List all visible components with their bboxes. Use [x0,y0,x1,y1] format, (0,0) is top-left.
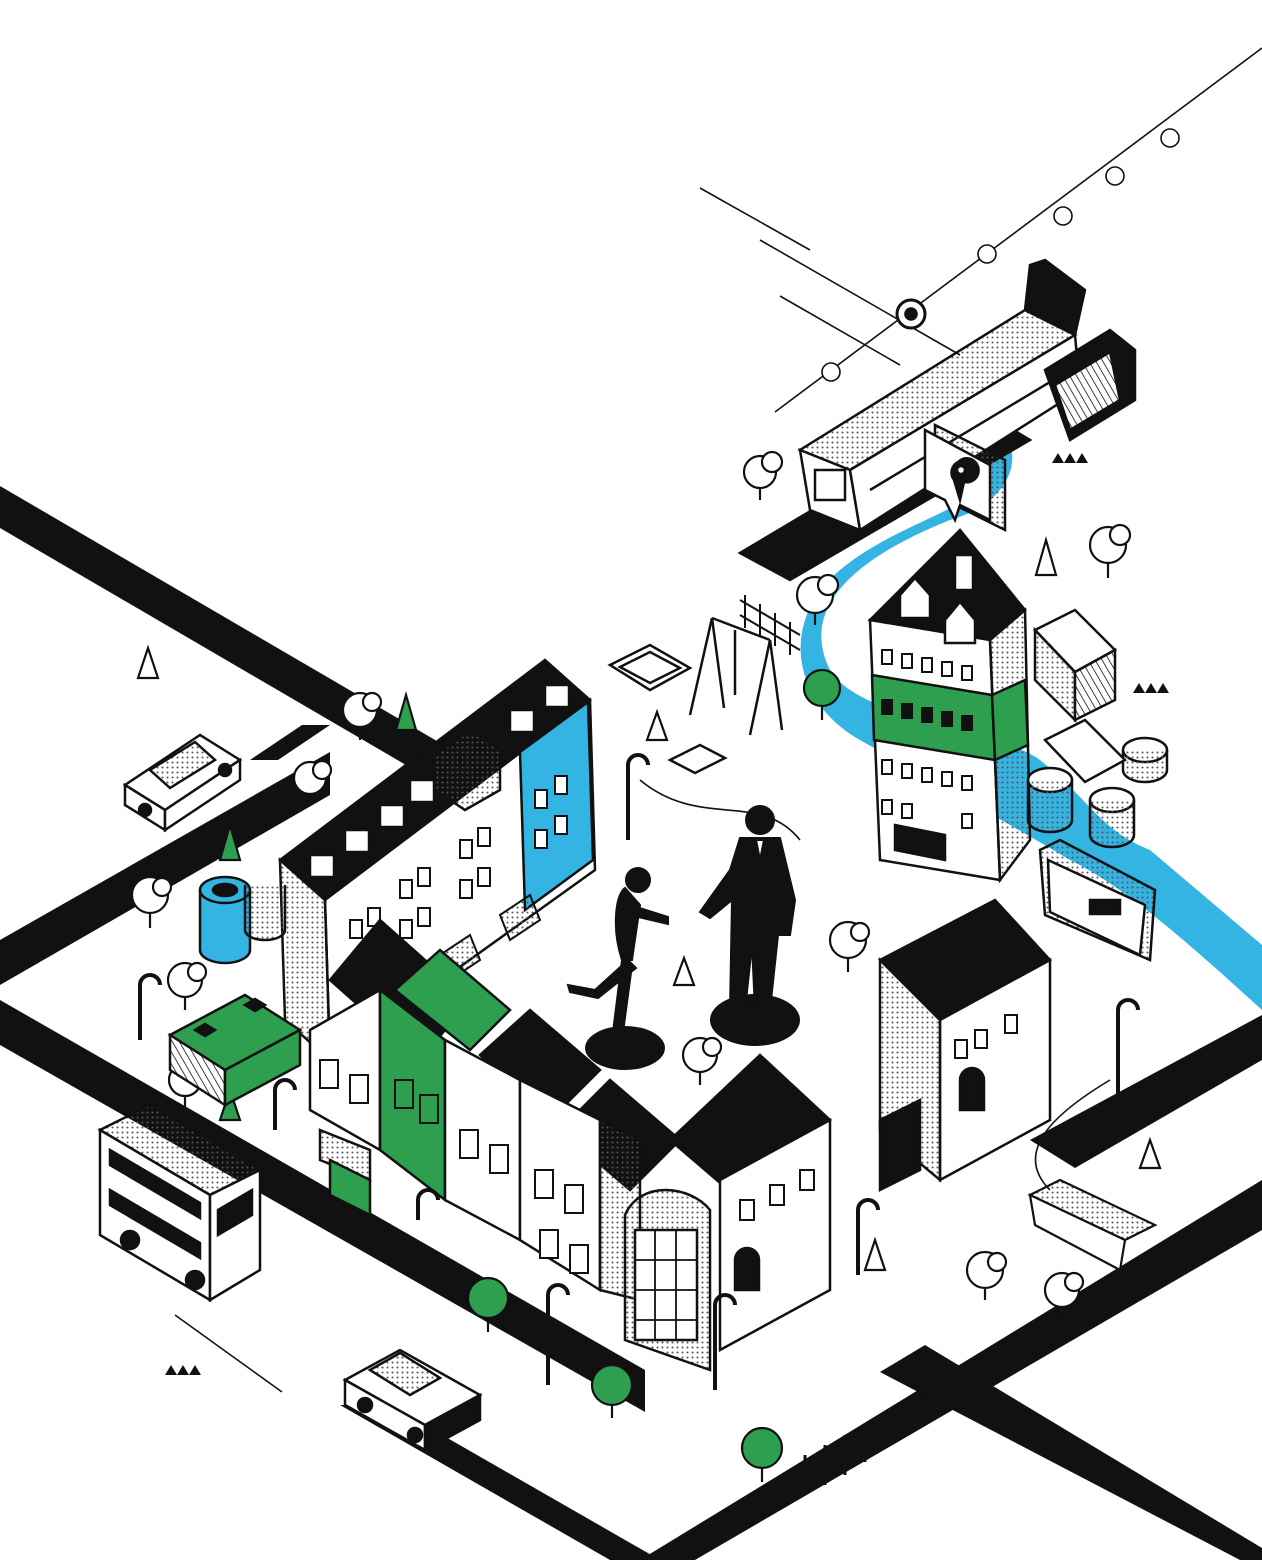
road-upper-cross [250,725,330,760]
train-icon [737,258,1137,582]
tree-icon [218,820,242,862]
street-lamp-icon [713,1293,737,1390]
street-lamp-icon [626,753,650,840]
people-handshake [566,805,800,1070]
tall-building-green-band [867,528,1032,884]
tree-icon [863,1236,887,1272]
cone-tree-group [136,535,1162,1272]
taxi-icon [342,1348,483,1453]
tree-icon [130,875,173,928]
tree-icon [1138,1136,1162,1170]
coin-stack-icon [1026,736,1169,849]
tree-icon [1088,523,1132,578]
playground [607,595,801,841]
price-tag-icon [1027,1079,1158,1272]
tree-icon [166,961,208,1010]
river [800,418,1262,1010]
road-left-cross [0,752,330,985]
tree-icon [136,644,160,680]
street-lamp-icon [546,1283,570,1385]
street-lamp-icon [1116,998,1140,1095]
park-path [639,779,801,841]
street-lamp-icon [138,973,162,1040]
tree-icon [645,708,669,742]
picket-fence [739,595,801,655]
book-stacks [1032,608,1128,784]
tree-icon [795,573,840,625]
street-lamp-icon [856,1198,880,1275]
tree-icon [681,1036,723,1085]
tree-icon [965,1250,1008,1300]
street-lamp-icon [273,1078,297,1130]
tree-icon [828,920,871,972]
swing-icon [688,616,784,736]
tree-icon [590,1363,634,1418]
shadow [585,1026,665,1070]
tree-icon [466,1276,510,1332]
billboard [1038,838,1157,962]
location-pin-icon [923,422,1007,533]
sandbox [607,643,693,692]
row-houses-lower [308,918,682,1302]
tree-icon [1034,535,1058,577]
tree-group [130,450,1132,1320]
taxi-icon [122,733,243,833]
tree-icon [802,668,842,720]
park-bench [667,743,728,775]
coin-stack-icon [198,875,287,965]
green-tree-group [218,668,842,1482]
woman-figure [566,867,669,1041]
tree-icon [740,1426,784,1482]
tree-icon [742,450,784,500]
man-figure [698,805,797,1011]
tree-icon [341,691,383,740]
tree-icon [1043,1271,1085,1320]
tree-icon [394,690,418,732]
shops-block [668,898,1053,1353]
road-bottom-right [880,1345,1262,1560]
double-decker-bus-icon [97,1103,263,1303]
street-lamp-group [138,753,1140,1390]
road-right-branch [1030,1015,1262,1168]
metro-line-icon [699,47,1262,413]
ground-line [174,1314,283,1393]
street-lamp-icon [416,1188,440,1220]
tree-icon [292,759,333,806]
tree-icon [672,954,696,987]
telephone-box-icon [623,1188,712,1372]
banknote-stack-icon [167,993,303,1108]
drain-grate [799,1425,871,1495]
ground-ticks [165,453,1169,1375]
